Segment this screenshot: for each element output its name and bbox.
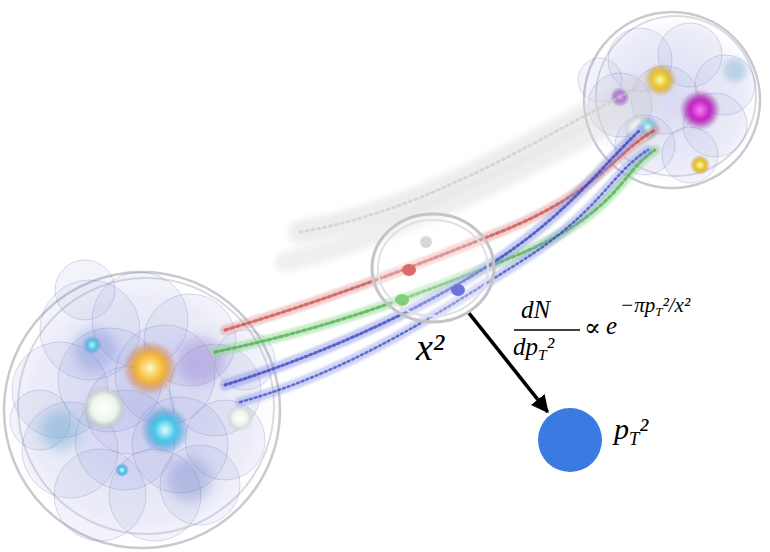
ring-outline — [370, 212, 496, 324]
disc-shape — [538, 408, 602, 472]
formula-part: dpT² — [513, 333, 554, 360]
formula-part-holder: ∝ — [584, 315, 601, 340]
math-label: pT² — [614, 412, 648, 445]
formula-part: −πpT²/x² — [620, 293, 690, 317]
node-label-holder: pT² — [614, 414, 648, 444]
arrow-connector — [468, 312, 547, 412]
node-label-holder: x² — [416, 328, 444, 366]
formula-part: ∝ — [584, 314, 601, 341]
flux-tubes — [215, 86, 655, 402]
formula-part-holder: e — [606, 313, 617, 338]
fraction-bar — [514, 329, 580, 331]
formula-part-holder: dN — [521, 297, 550, 322]
formula-part-holder: dpT² — [513, 334, 554, 359]
formula-part: e — [606, 312, 617, 339]
formula-part-holder: −πpT²/x² — [620, 295, 690, 316]
flux-tube-ring: x² — [370, 212, 496, 324]
hadron-disc: pT² — [538, 408, 602, 472]
math-label: x² — [416, 326, 444, 368]
formula-part: dN — [521, 296, 550, 323]
